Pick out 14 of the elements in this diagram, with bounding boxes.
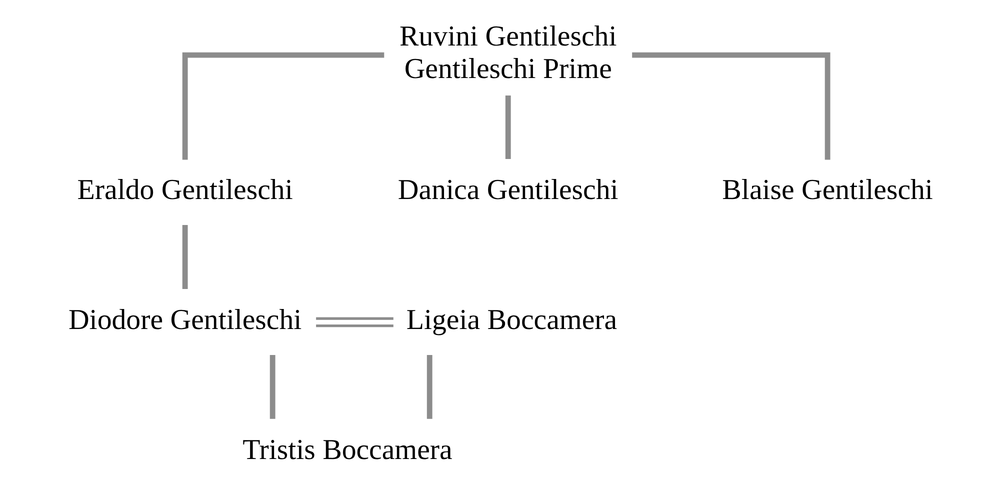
connector <box>316 317 394 328</box>
node-text: Danica Gentileschi <box>398 174 618 206</box>
node-text: Tristis Boccamera <box>242 434 452 466</box>
connector <box>426 354 432 419</box>
connector <box>182 225 188 289</box>
node-text: Blaise Gentileschi <box>722 174 933 206</box>
node-text: Diodore Gentileschi <box>68 304 302 336</box>
node-text: Ligeia Boccamera <box>406 304 618 336</box>
node-text: Eraldo Gentileschi <box>77 174 293 206</box>
connector <box>182 52 384 160</box>
node-text: Ruvini Gentileschi Gentileschi Prime <box>400 20 617 86</box>
connector <box>505 96 511 160</box>
connector <box>270 354 276 419</box>
connector <box>632 52 830 160</box>
